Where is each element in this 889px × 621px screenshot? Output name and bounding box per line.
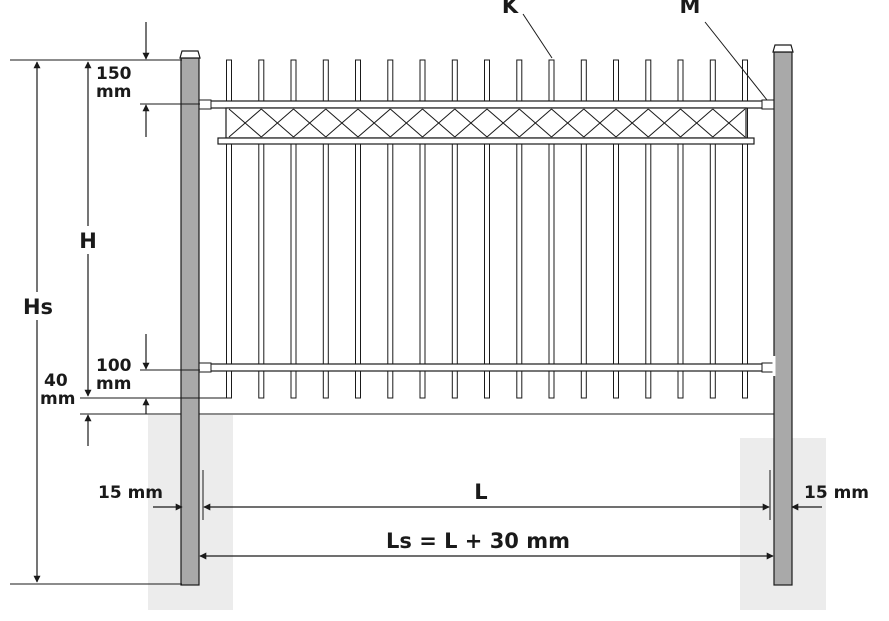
ornament-cross [583,108,617,138]
picket [677,59,684,399]
k-label: K [502,0,519,18]
ornament-cross [647,108,681,138]
picket [484,59,490,399]
ornament-crosses [228,108,746,138]
picket [355,59,361,399]
ornament-band [225,107,747,139]
picket [226,59,232,399]
ornament-cross [389,108,423,138]
right-post-cap [772,44,794,53]
ornament-cross [486,108,520,138]
m-label: M [680,0,701,18]
ornament-cross [357,108,391,138]
picket [548,59,555,399]
picket [580,59,587,399]
ground-gap-unit: mm [40,389,75,409]
picket [322,59,329,399]
k-leader-line [522,13,553,59]
top-gap-value: 150 [96,64,132,84]
h-label: H [79,229,97,253]
pickets [226,59,748,399]
ornament-cross [422,108,456,138]
ornament-cross [680,108,714,138]
picket [290,59,297,399]
ornament-cross [325,108,359,138]
picket [387,59,394,399]
left-clearance-label: 15 mm [98,483,163,503]
bottom-rail [197,363,775,372]
bracket-bottom-left [198,362,212,373]
ground-gap-value: 40 [44,371,68,391]
l-label: L [474,480,487,504]
ornament-cross [293,108,327,138]
ornament-cross [712,108,746,138]
picket [613,59,619,399]
ornament-cross [551,108,585,138]
left-post [180,57,200,586]
ornament-cross [260,108,294,138]
hs-label: Hs [23,295,53,319]
picket [742,59,748,399]
top-gap-unit: mm [96,82,131,102]
middle-rail [217,137,755,145]
ornament-cross [228,108,262,138]
bracket-top-right [761,99,775,110]
ornament-cross [615,108,649,138]
bottom-gap-unit: mm [96,374,131,394]
right-clearance-label: 15 mm [804,483,869,503]
picket [709,59,716,399]
ornament-cross [454,108,488,138]
picket [419,59,426,399]
picket [645,59,652,399]
picket [516,59,523,399]
m-leader-line [704,21,768,101]
top-rail [197,100,775,109]
left-post-cap [179,50,201,59]
bottom-gap-value: 100 [96,356,132,376]
picket [451,59,458,399]
ls-label: Ls = L + 30 mm [386,529,570,553]
picket [258,59,265,399]
right-post [773,51,793,586]
ornament-cross [518,108,552,138]
bracket-top-left [198,99,212,110]
bracket-bottom-right [761,362,775,373]
